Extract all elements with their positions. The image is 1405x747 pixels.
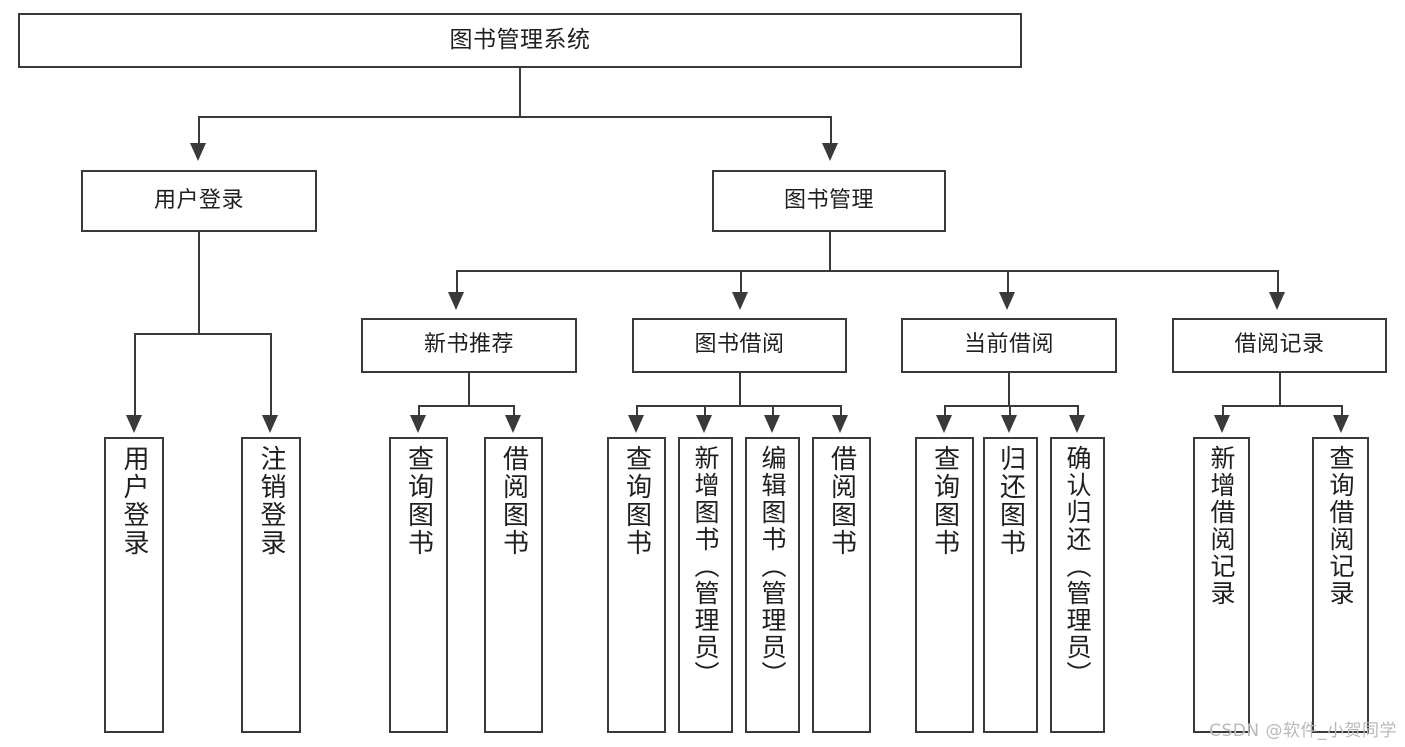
csdn-watermark: CSDN @软件_小贺同学 bbox=[1209, 721, 1397, 741]
node-leaf-query-record[interactable]: 查询借阅记录 bbox=[1312, 437, 1369, 733]
arrowhead-to-leaf-add-record bbox=[1214, 415, 1230, 433]
node-leaf-add-book[interactable]: 新增图书（管理员） bbox=[678, 437, 733, 733]
node-label: 查询借阅记录 bbox=[1326, 445, 1355, 607]
connector-nbr-drop-2 bbox=[513, 405, 515, 415]
connector-book-manage-drop-3 bbox=[1007, 270, 1009, 292]
node-leaf-query-book-2[interactable]: 查询图书 bbox=[607, 437, 666, 733]
node-leaf-borrow-book-1[interactable]: 借阅图书 bbox=[484, 437, 543, 733]
connector-book-borrow-stem bbox=[739, 373, 741, 405]
node-label: 图书管理系统 bbox=[449, 26, 591, 53]
node-label: 归还图书 bbox=[995, 445, 1026, 557]
connector-root-drop-book-manage bbox=[830, 116, 832, 143]
node-user-login[interactable]: 用户登录 bbox=[81, 170, 317, 232]
connector-user-login-stem bbox=[198, 232, 200, 333]
node-current-borrow[interactable]: 当前借阅 bbox=[901, 318, 1117, 373]
arrowhead-to-leaf-borrow-book-2 bbox=[832, 415, 848, 433]
arrowhead-to-leaf-user-login bbox=[126, 415, 142, 433]
connector-user-login-bar bbox=[134, 333, 272, 335]
node-book-borrow[interactable]: 图书借阅 bbox=[632, 318, 847, 373]
node-leaf-user-login[interactable]: 用户登录 bbox=[104, 437, 164, 733]
node-label: 用户登录 bbox=[119, 445, 149, 557]
connector-borrow-record-bar bbox=[1222, 405, 1343, 407]
node-label: 图书管理 bbox=[783, 187, 874, 213]
node-label: 新增借阅记录 bbox=[1207, 445, 1236, 607]
connector-nbr-drop-1 bbox=[418, 405, 420, 415]
node-root-system[interactable]: 图书管理系统 bbox=[18, 13, 1022, 68]
connector-current-borrow-bar bbox=[944, 405, 1079, 407]
arrowhead-to-leaf-return-book bbox=[1001, 415, 1017, 433]
node-label: 查询图书 bbox=[929, 445, 960, 557]
node-book-manage[interactable]: 图书管理 bbox=[712, 170, 946, 232]
connector-current-borrow-stem bbox=[1008, 373, 1010, 405]
node-leaf-query-book-1[interactable]: 查询图书 bbox=[389, 437, 448, 733]
node-label: 用户登录 bbox=[153, 187, 244, 213]
node-label: 查询图书 bbox=[403, 445, 434, 557]
node-leaf-borrow-book-2[interactable]: 借阅图书 bbox=[812, 437, 871, 733]
connector-br-drop-1 bbox=[1222, 405, 1224, 415]
arrowhead-to-leaf-query-book-2 bbox=[628, 415, 644, 433]
connector-cb-drop-3 bbox=[1077, 405, 1079, 415]
connector-root-bar bbox=[198, 116, 831, 118]
node-leaf-query-book-3[interactable]: 查询图书 bbox=[915, 437, 974, 733]
arrowhead-to-leaf-query-book-3 bbox=[936, 415, 952, 433]
arrowhead-to-book-borrow bbox=[732, 292, 748, 310]
node-label: 借阅记录 bbox=[1234, 332, 1325, 358]
arrowhead-to-leaf-add-book bbox=[696, 415, 712, 433]
arrowhead-to-book-manage bbox=[822, 143, 838, 161]
node-label: 借阅图书 bbox=[826, 445, 857, 557]
node-label: 确认归还（管理员） bbox=[1063, 445, 1092, 688]
node-leaf-add-record[interactable]: 新增借阅记录 bbox=[1193, 437, 1250, 733]
node-label: 新增图书（管理员） bbox=[691, 445, 720, 688]
node-label: 编辑图书（管理员） bbox=[758, 445, 787, 688]
arrowhead-to-new-book-recommend bbox=[448, 292, 464, 310]
arrowhead-to-leaf-edit-book bbox=[764, 415, 780, 433]
connector-bb-drop-4 bbox=[840, 405, 842, 415]
connector-bb-drop-2 bbox=[704, 405, 706, 415]
arrowhead-to-borrow-record bbox=[1269, 292, 1285, 310]
connector-root-drop-user-login bbox=[198, 116, 200, 143]
connector-root-stem bbox=[519, 68, 521, 116]
connector-bb-drop-1 bbox=[636, 405, 638, 415]
arrowhead-to-leaf-borrow-book-1 bbox=[505, 415, 521, 433]
connector-cb-drop-1 bbox=[944, 405, 946, 415]
connector-book-manage-stem bbox=[829, 232, 831, 270]
arrowhead-to-leaf-query-record bbox=[1333, 415, 1349, 433]
connector-book-manage-drop-4 bbox=[1277, 270, 1279, 292]
node-leaf-edit-book[interactable]: 编辑图书（管理员） bbox=[745, 437, 800, 733]
connector-book-manage-drop-2 bbox=[740, 270, 742, 292]
node-label: 借阅图书 bbox=[498, 445, 529, 557]
node-label: 当前借阅 bbox=[963, 332, 1054, 358]
node-label: 注销登录 bbox=[256, 445, 286, 557]
node-new-book-recommend[interactable]: 新书推荐 bbox=[361, 318, 577, 373]
connector-user-login-drop-2 bbox=[270, 333, 272, 415]
arrowhead-to-user-login bbox=[190, 143, 206, 161]
arrowhead-to-leaf-logout bbox=[262, 415, 278, 433]
connector-new-book-recommend-stem bbox=[468, 373, 470, 405]
connector-br-drop-2 bbox=[1341, 405, 1343, 415]
connector-book-borrow-bar bbox=[636, 405, 842, 407]
connector-book-manage-bar bbox=[456, 270, 1279, 272]
connector-book-manage-drop-1 bbox=[456, 270, 458, 292]
node-leaf-confirm-return[interactable]: 确认归还（管理员） bbox=[1050, 437, 1105, 733]
arrowhead-to-current-borrow bbox=[999, 292, 1015, 310]
node-leaf-logout[interactable]: 注销登录 bbox=[241, 437, 301, 733]
node-label: 查询图书 bbox=[621, 445, 652, 557]
connector-new-book-recommend-bar bbox=[418, 405, 515, 407]
connector-user-login-drop-1 bbox=[134, 333, 136, 415]
node-label: 新书推荐 bbox=[423, 332, 514, 358]
connector-cb-drop-2 bbox=[1009, 405, 1011, 415]
node-leaf-return-book[interactable]: 归还图书 bbox=[983, 437, 1038, 733]
node-borrow-record[interactable]: 借阅记录 bbox=[1172, 318, 1387, 373]
arrowhead-to-leaf-query-book-1 bbox=[410, 415, 426, 433]
node-label: 图书借阅 bbox=[694, 332, 785, 358]
connector-borrow-record-stem bbox=[1279, 373, 1281, 405]
connector-bb-drop-3 bbox=[772, 405, 774, 415]
arrowhead-to-leaf-confirm-return bbox=[1069, 415, 1085, 433]
